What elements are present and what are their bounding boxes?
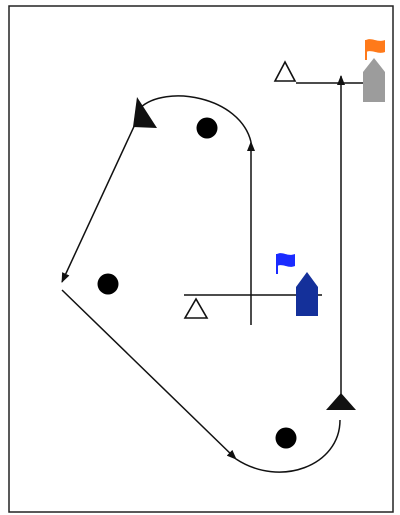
mark-bottom-dot-icon (275, 427, 297, 449)
start-buoy-triangle-icon (183, 297, 209, 319)
leg-to-left-mark (61, 119, 138, 283)
blue-boat-icon (296, 272, 318, 316)
mark-left-dot-icon (97, 273, 119, 295)
finish-buoy-triangle-icon (273, 60, 297, 82)
diagram-border (8, 5, 394, 513)
rounding-arc-top (139, 95, 252, 143)
mark-top-dot-icon (196, 117, 218, 139)
blue-flag-icon (276, 253, 295, 274)
leg-to-bottom-mark (61, 289, 237, 460)
grey-boat-icon (363, 58, 385, 102)
large-arrowhead-bottom-icon (326, 393, 356, 410)
large-arrowhead-top-icon (133, 97, 157, 128)
rounding-arc-bottom (235, 419, 341, 473)
orange-flag-icon (365, 39, 385, 60)
